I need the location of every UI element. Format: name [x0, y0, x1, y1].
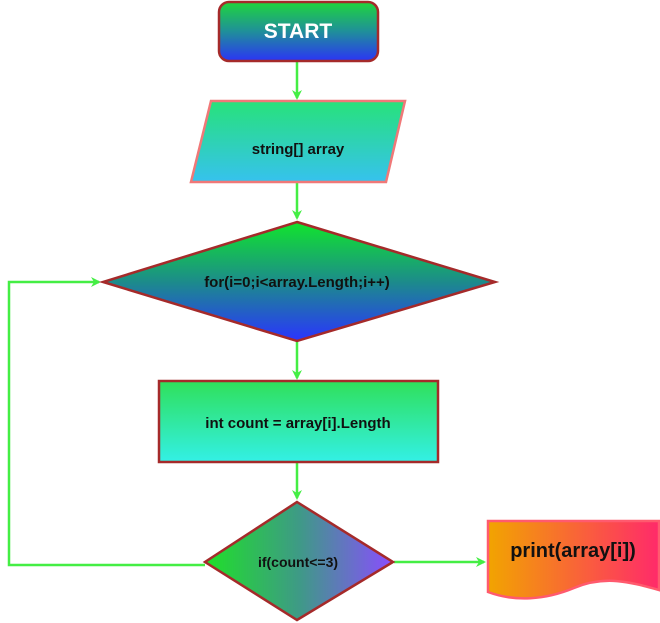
- process-node: int count = array[i].Length: [157, 379, 440, 464]
- start-node: START: [217, 0, 380, 63]
- process-label: int count = array[i].Length: [205, 415, 390, 432]
- input-node: string[] array: [189, 99, 407, 184]
- output-node: print(array[i]): [486, 519, 660, 600]
- loop-label: for(i=0;i<array.Length;i++): [204, 274, 390, 291]
- output-label: print(array[i]): [510, 540, 636, 562]
- connector-decision-loop-back: [7, 277, 205, 567]
- decision-node: if(count<=3): [202, 500, 396, 622]
- connectors: [7, 62, 486, 567]
- decision-label: if(count<=3): [258, 554, 338, 570]
- start-label: START: [264, 20, 333, 43]
- input-label: string[] array: [252, 141, 345, 158]
- loop-node: for(i=0;i<array.Length;i++): [98, 220, 500, 343]
